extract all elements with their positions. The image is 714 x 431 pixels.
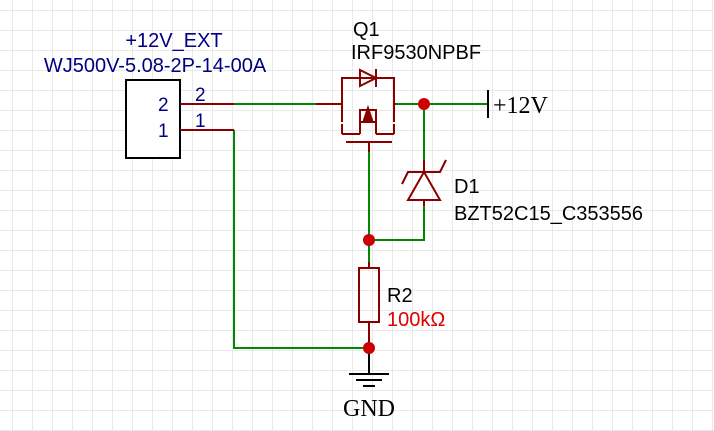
mosfet-drain-lead <box>316 103 343 116</box>
resistor-ref: R2 <box>387 285 413 307</box>
mosfet-arrow <box>362 104 374 121</box>
mosfet-ref: Q1 <box>353 19 380 41</box>
zener-diode-symbol[interactable] <box>401 159 447 206</box>
mosfet-body-diode-triangle <box>359 68 379 88</box>
zener-ref: D1 <box>454 176 480 198</box>
connector-title: +12V_EXT <box>125 30 222 52</box>
resistor-body <box>358 267 380 323</box>
junction-dot-ground <box>363 342 375 354</box>
resistor-symbol[interactable] <box>358 262 380 348</box>
zener-part-number: BZT52C15_C353556 <box>454 203 643 225</box>
connector-pin2-outer-number: 2 <box>195 85 206 106</box>
connector-symbol[interactable] <box>125 79 234 159</box>
resistor-value: 100kΩ <box>387 309 445 331</box>
ground-label: GND <box>343 396 395 422</box>
mosfet-part-number: IRF9530NPBF <box>351 42 481 64</box>
junction-dot-gate <box>363 234 375 246</box>
zener-triangle <box>406 169 442 201</box>
wire-zener-to-gate-node <box>369 206 425 241</box>
power-net-label: +12V <box>493 93 549 119</box>
connector-pin2-inner-number: 2 <box>158 95 169 116</box>
mosfet-body-diode-wire <box>341 77 395 104</box>
connector-body <box>125 79 181 159</box>
connector-pin1-inner-number: 1 <box>158 121 169 142</box>
wire-pin1-to-ground <box>233 130 369 349</box>
connector-part-number: WJ500V-5.08-2P-14-00A <box>44 55 267 77</box>
junctions <box>363 98 430 354</box>
mosfet-symbol[interactable] <box>316 68 396 152</box>
wires <box>233 103 488 349</box>
junction-dot-12v <box>418 98 430 110</box>
connector-pin1-outer-number: 1 <box>195 111 206 132</box>
